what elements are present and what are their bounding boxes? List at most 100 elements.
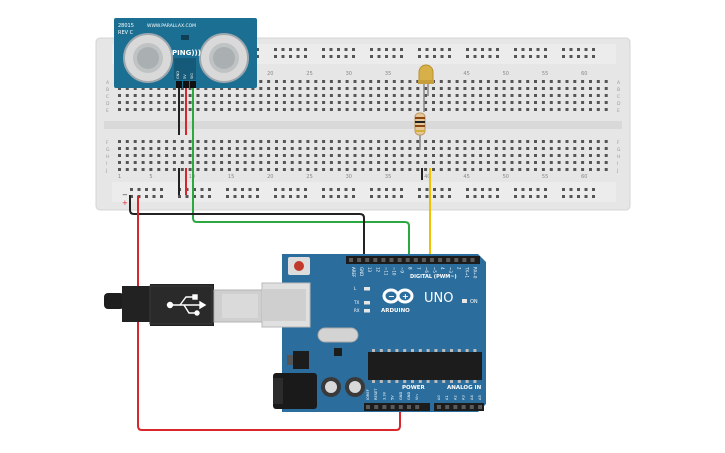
breadboard-hole[interactable] (534, 147, 537, 150)
breadboard-hole[interactable] (502, 94, 506, 97)
rail-hole[interactable] (425, 195, 429, 198)
breadboard-hole[interactable] (275, 101, 278, 104)
breadboard-hole[interactable] (369, 94, 373, 97)
breadboard-hole[interactable] (227, 108, 231, 111)
breadboard-hole[interactable] (251, 108, 255, 111)
analog-pin[interactable] (478, 405, 482, 409)
rail-hole[interactable] (377, 195, 381, 198)
breadboard-hole[interactable] (172, 161, 176, 164)
breadboard-hole[interactable] (204, 101, 208, 104)
rail-hole[interactable] (281, 48, 285, 51)
breadboard-hole[interactable] (471, 80, 475, 83)
breadboard-hole[interactable] (165, 140, 169, 143)
reset-button[interactable] (294, 261, 304, 271)
breadboard-hole[interactable] (557, 147, 561, 150)
breadboard-hole[interactable] (314, 80, 318, 83)
breadboard-hole[interactable] (557, 94, 561, 97)
breadboard-hole[interactable] (596, 168, 600, 171)
breadboard-hole[interactable] (353, 161, 357, 164)
breadboard-hole[interactable] (510, 94, 514, 97)
rail-hole[interactable] (392, 188, 396, 191)
rail-hole[interactable] (448, 195, 451, 198)
breadboard-hole[interactable] (118, 87, 121, 90)
breadboard-hole[interactable] (424, 108, 428, 111)
breadboard-hole[interactable] (408, 154, 412, 157)
breadboard-hole[interactable] (251, 147, 255, 150)
breadboard-hole[interactable] (596, 140, 600, 143)
breadboard-hole[interactable] (267, 87, 271, 90)
breadboard-hole[interactable] (416, 140, 420, 143)
breadboard-hole[interactable] (188, 154, 192, 157)
rail-hole[interactable] (418, 195, 421, 198)
breadboard-hole[interactable] (165, 87, 169, 90)
rail-hole[interactable] (448, 55, 451, 58)
analog-pin[interactable] (445, 405, 450, 409)
breadboard-hole[interactable] (549, 94, 553, 97)
breadboard-hole[interactable] (494, 87, 498, 90)
rail-hole[interactable] (562, 188, 565, 191)
breadboard-hole[interactable] (565, 108, 569, 111)
breadboard-hole[interactable] (479, 147, 483, 150)
breadboard-hole[interactable] (165, 168, 169, 171)
breadboard-hole[interactable] (125, 168, 129, 171)
breadboard-hole[interactable] (361, 108, 365, 111)
breadboard-hole[interactable] (400, 147, 404, 150)
breadboard-hole[interactable] (384, 154, 388, 157)
breadboard-hole[interactable] (361, 168, 365, 171)
breadboard-hole[interactable] (212, 87, 216, 90)
rail-hole[interactable] (592, 55, 595, 58)
breadboard-hole[interactable] (314, 147, 318, 150)
breadboard-hole[interactable] (455, 80, 459, 83)
breadboard-hole[interactable] (471, 154, 475, 157)
rail-hole[interactable] (329, 195, 333, 198)
breadboard-hole[interactable] (298, 94, 302, 97)
breadboard-hole[interactable] (361, 140, 365, 143)
breadboard-hole[interactable] (549, 80, 553, 83)
breadboard-hole[interactable] (377, 140, 381, 143)
breadboard-hole[interactable] (306, 80, 310, 83)
breadboard-hole[interactable] (557, 161, 561, 164)
breadboard-hole[interactable] (353, 87, 357, 90)
breadboard-hole[interactable] (384, 94, 388, 97)
breadboard-hole[interactable] (581, 168, 585, 171)
breadboard-hole[interactable] (573, 87, 577, 90)
rail-hole[interactable] (289, 55, 292, 58)
digital-pin[interactable] (446, 258, 451, 262)
breadboard-hole[interactable] (259, 161, 263, 164)
breadboard-hole[interactable] (549, 101, 553, 104)
breadboard-hole[interactable] (337, 80, 341, 83)
breadboard-hole[interactable] (298, 101, 302, 104)
rail-hole[interactable] (536, 55, 540, 58)
rail-hole[interactable] (370, 188, 373, 191)
breadboard-hole[interactable] (306, 154, 310, 157)
breadboard-hole[interactable] (141, 168, 145, 171)
rail-hole[interactable] (352, 55, 355, 58)
rail-hole[interactable] (256, 188, 259, 191)
sensor-pin-gnd[interactable] (176, 81, 182, 88)
breadboard-hole[interactable] (204, 154, 208, 157)
breadboard-hole[interactable] (596, 147, 600, 150)
breadboard-hole[interactable] (361, 94, 365, 97)
breadboard-hole[interactable] (369, 147, 373, 150)
breadboard-hole[interactable] (471, 87, 475, 90)
power-pin[interactable] (374, 405, 379, 409)
breadboard-hole[interactable] (259, 140, 263, 143)
breadboard-hole[interactable] (447, 108, 451, 111)
breadboard-hole[interactable] (227, 140, 231, 143)
breadboard-hole[interactable] (196, 94, 200, 97)
breadboard-hole[interactable] (400, 140, 404, 143)
breadboard-hole[interactable] (329, 80, 333, 83)
breadboard-hole[interactable] (157, 94, 161, 97)
rail-hole[interactable] (370, 195, 373, 198)
breadboard-hole[interactable] (361, 101, 365, 104)
rail-hole[interactable] (521, 48, 525, 51)
breadboard-hole[interactable] (172, 147, 176, 150)
breadboard-hole[interactable] (549, 154, 553, 157)
rail-hole[interactable] (352, 48, 355, 51)
breadboard-hole[interactable] (392, 94, 396, 97)
breadboard-hole[interactable] (486, 87, 490, 90)
breadboard-hole[interactable] (298, 168, 302, 171)
breadboard-hole[interactable] (314, 140, 318, 143)
breadboard-hole[interactable] (243, 94, 247, 97)
